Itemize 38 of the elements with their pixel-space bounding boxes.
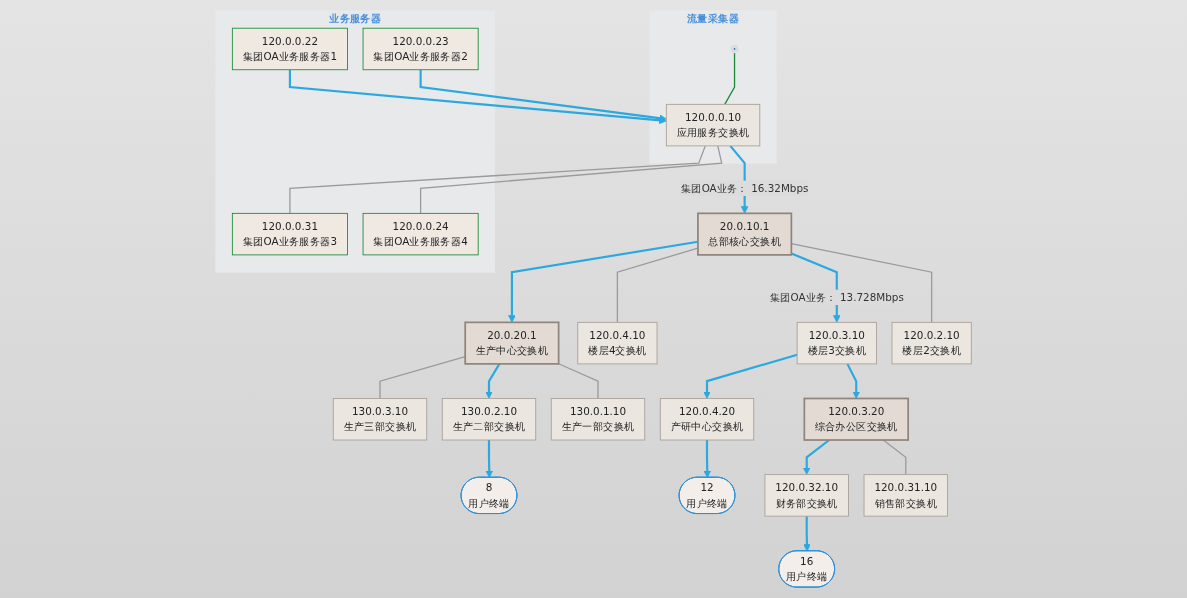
edge-label: 集团OA业务： 16.32Mbps (680, 182, 809, 195)
arrow (703, 353, 798, 399)
connector (557, 363, 599, 400)
arrow (846, 363, 860, 399)
arrow (288, 69, 667, 125)
node-box: 120.0.2.10 楼层2交换机 (891, 321, 972, 365)
edge-label: 集团OA业务： 13.728Mbps (769, 291, 904, 304)
node-box: 120.0.3.10 楼层3交换机 (796, 321, 877, 365)
node-box: 120.0.0.23 集团OA业务服务器2 (362, 27, 479, 71)
arrow (419, 69, 667, 122)
node-box: 120.0.4.20 产研中心交换机 (659, 398, 755, 441)
node-box: 120.0.32.10 财务部交换机 (764, 474, 849, 517)
node-box: 120.0.31.10 销售部交换机 (863, 474, 948, 517)
arrow (790, 252, 841, 323)
connector (419, 145, 723, 214)
node-box: 130.0.2.10 生产二部交换机 (441, 398, 537, 441)
node-box: 120.0.3.20 综合办公区交换机 (803, 397, 909, 441)
node-circle (730, 44, 739, 54)
node-box: 120.0.0.31 集团OA业务服务器3 (231, 212, 348, 256)
node-box: 120.0.0.22 集团OA业务服务器1 (231, 27, 348, 71)
connector (790, 243, 933, 323)
node-box: 20.0.10.1 总部核心交换机 (696, 212, 793, 256)
arrow (485, 363, 501, 399)
arrow (508, 240, 698, 323)
connector (289, 145, 706, 214)
node-box: 20.0.20.1 生产中心交换机 (464, 321, 560, 365)
node-box: 130.0.3.10 生产三部交换机 (332, 398, 428, 441)
arrow (703, 440, 711, 478)
arrow (485, 440, 493, 478)
connector (882, 439, 907, 476)
arrow (802, 439, 830, 475)
node-box: 120.0.0.24 集团OA业务服务器4 (362, 212, 479, 256)
connector (724, 50, 736, 105)
node-box: 120.0.4.10 楼层4交换机 (577, 321, 658, 365)
connector (379, 355, 466, 400)
arrow (803, 516, 811, 552)
node-box: 130.0.1.10 生产一部交换机 (550, 398, 646, 441)
node-box: 120.0.0.10 应用服务交换机 (665, 103, 761, 147)
